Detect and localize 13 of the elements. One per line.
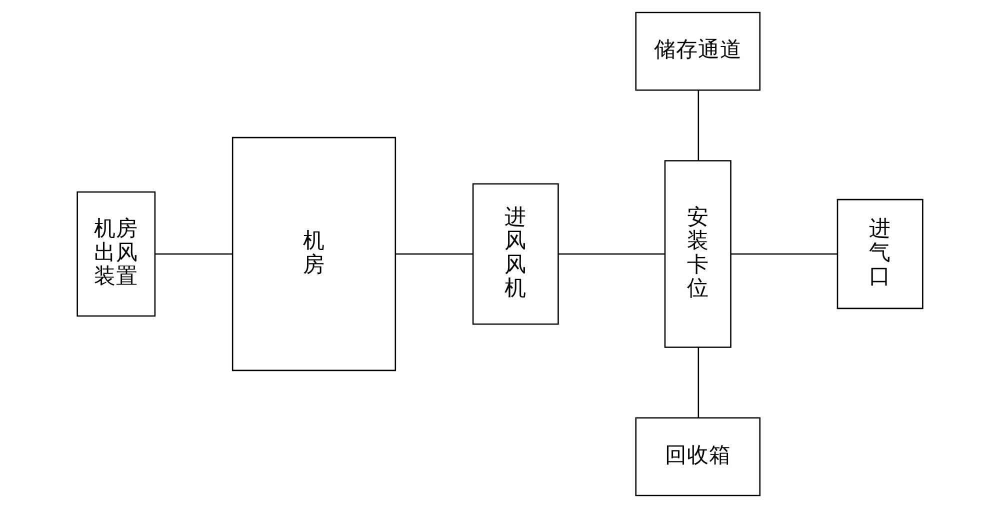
connector <box>730 253 838 255</box>
node-box: 机房出风装置 <box>76 191 156 317</box>
node-box: 储存通道 <box>635 12 761 91</box>
connector <box>698 347 700 418</box>
node-box: 进气口 <box>836 198 924 310</box>
node-box: 进风风机 <box>472 183 559 325</box>
connector <box>395 253 473 255</box>
connector <box>698 90 700 160</box>
node-box: 安装卡位 <box>664 160 732 348</box>
connector <box>155 253 232 255</box>
node-box: 回收箱 <box>635 417 761 496</box>
node-box: 机房 <box>232 136 396 372</box>
connector <box>558 253 665 255</box>
